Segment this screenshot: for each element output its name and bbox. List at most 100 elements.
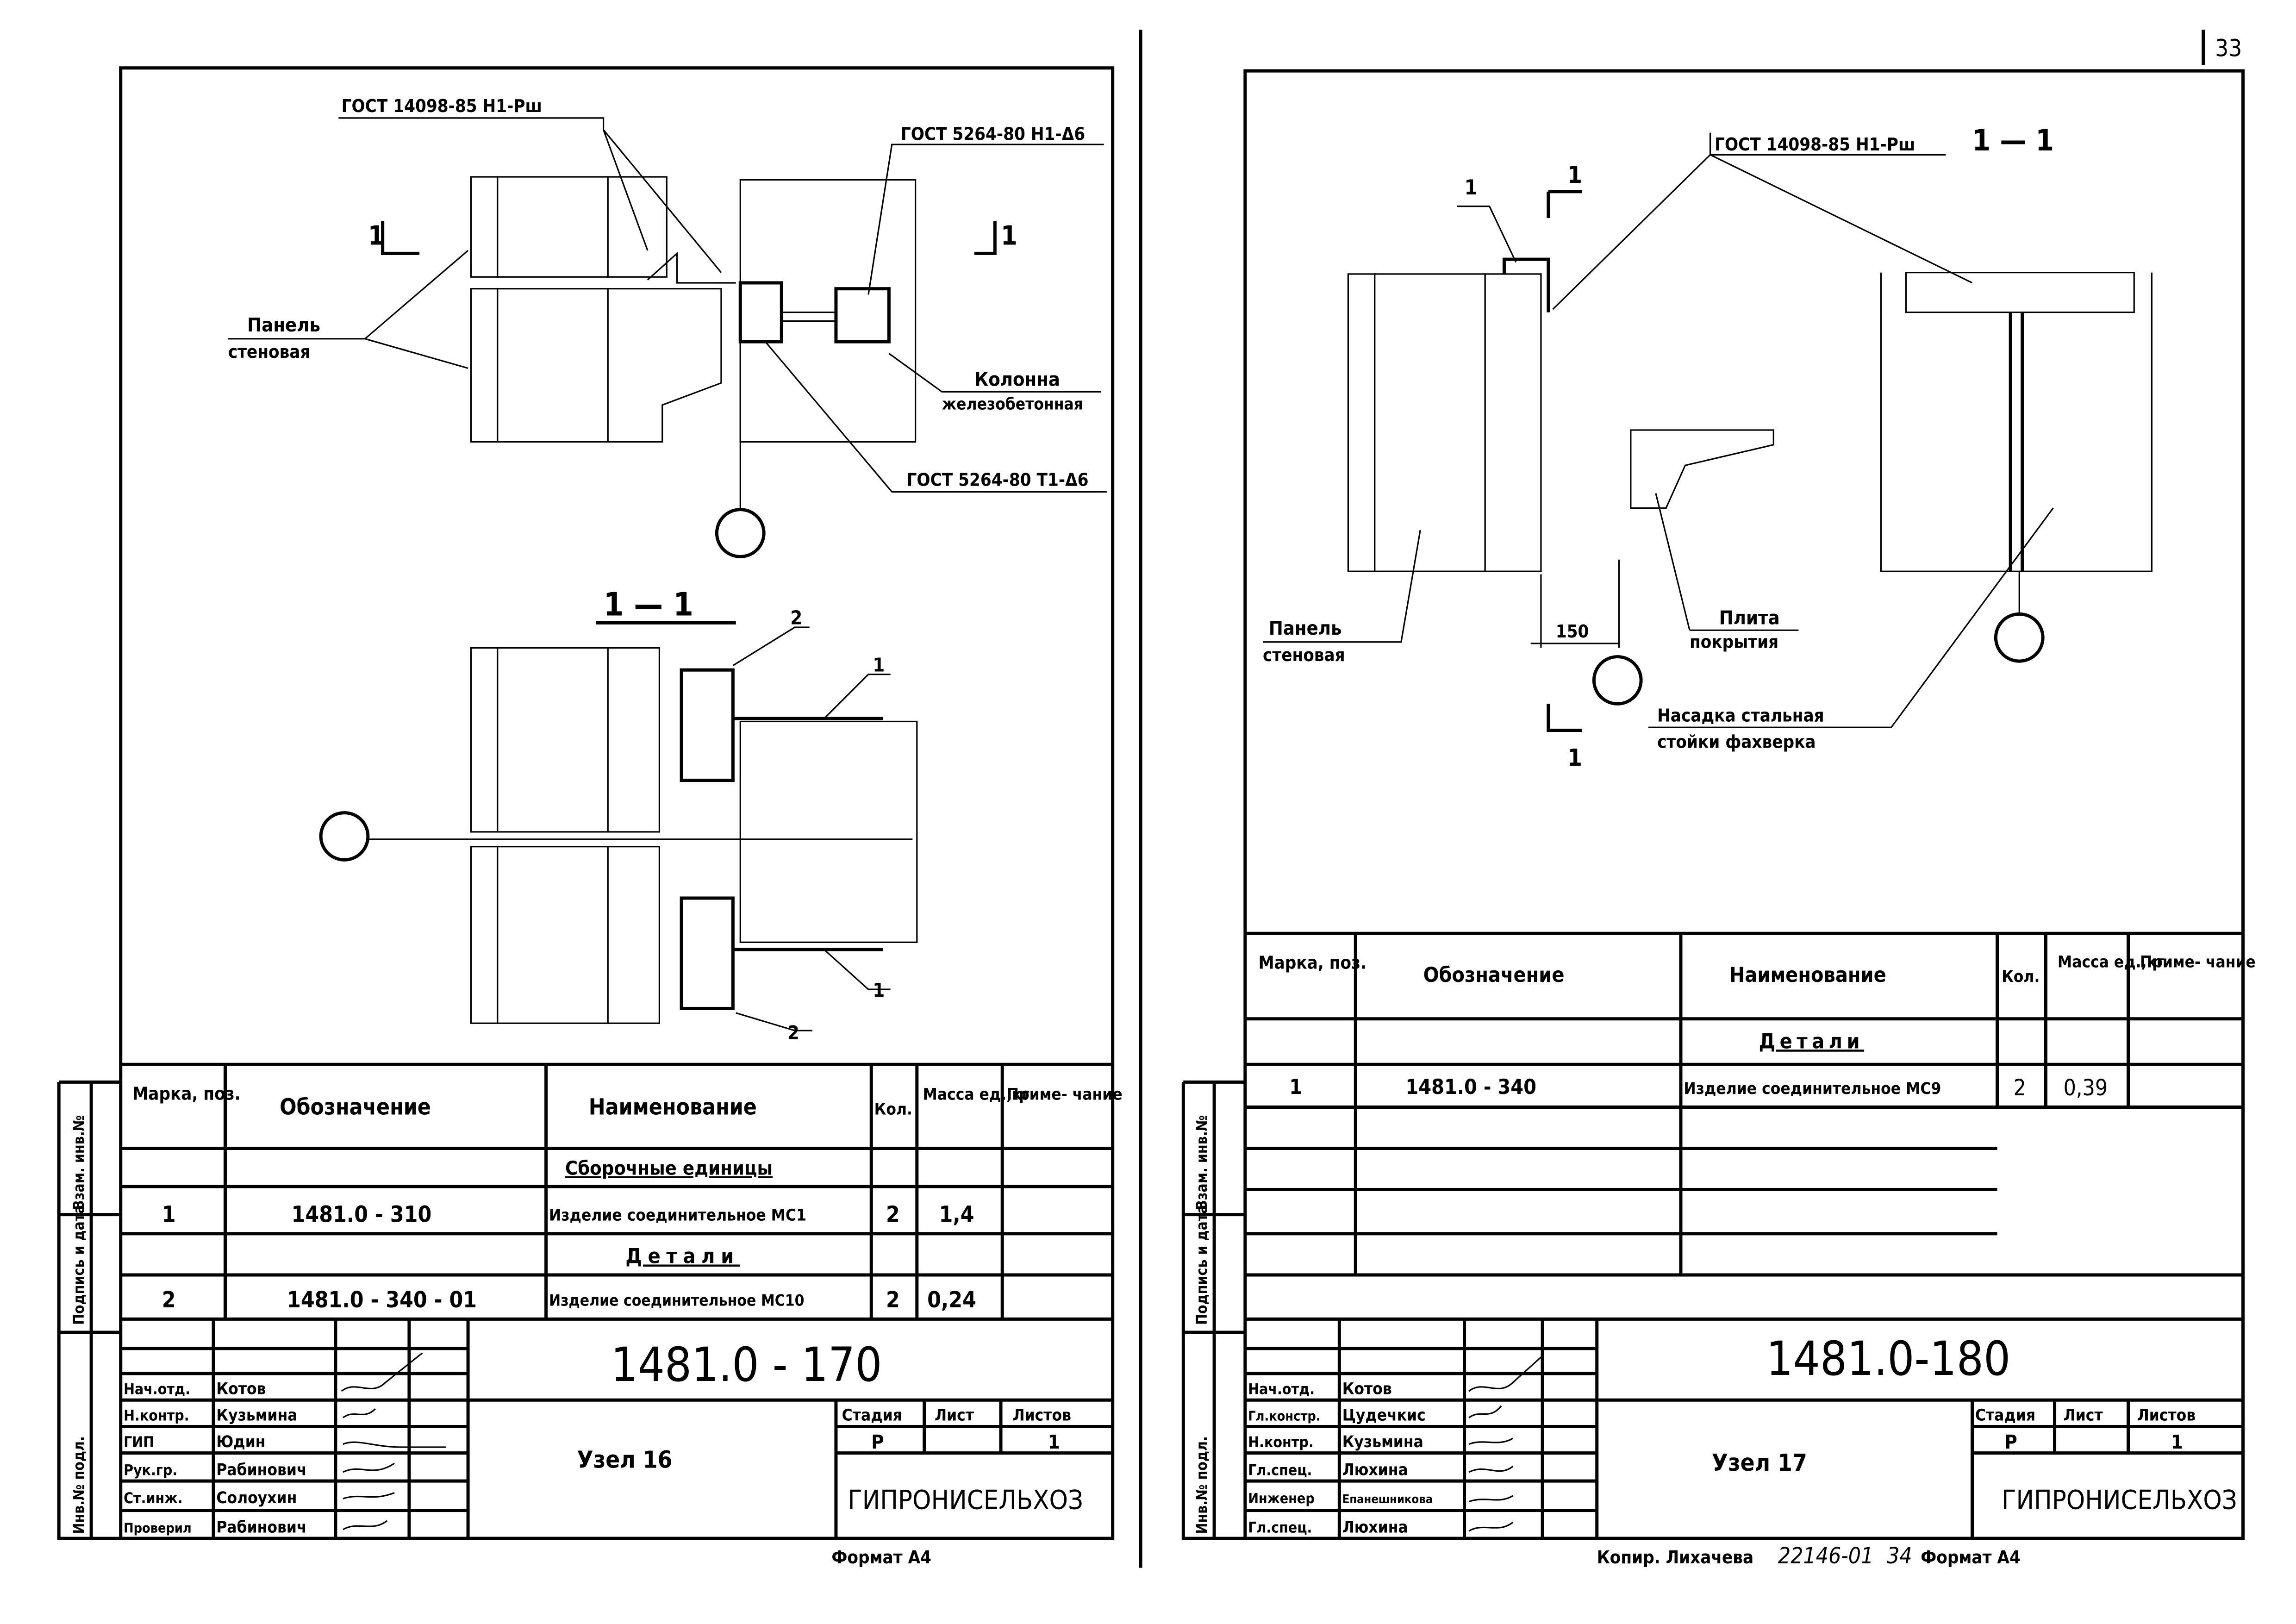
cell-pos: 1 [162,1202,176,1227]
cell-qty: 2 [886,1287,900,1313]
title-block: 1481.0-180 Узел 17 Стадия Лист Листов Р … [1245,1319,2243,1539]
node-marker [715,508,766,558]
panel-label: стеновая [228,342,311,362]
callout: 2 [787,1022,799,1044]
stage-header: Стадия [842,1406,902,1425]
section-heading: Детали [625,1245,740,1268]
signer-name: Люхина [1342,1518,1408,1537]
cell-pos: 2 [162,1287,176,1313]
cell-name: Изделие соединительное МС9 [1684,1080,1941,1098]
gost-label: ГОСТ 14098-85 Н1-Рш [342,96,542,116]
col-header: Марка, поз. [132,1084,241,1104]
node-title: Узел 17 [1712,1449,1807,1476]
stamp-label: Инв.№ подл. [1193,1436,1210,1534]
callout: 1 [873,979,885,1001]
panel-label: Панель [1269,617,1342,639]
section-mark: 1 [1567,161,1582,188]
doc-number: 1481.0 - 170 [611,1337,882,1392]
callout: 2 [790,607,802,629]
node-title: Узел 16 [577,1446,672,1473]
stamp-label: Инв.№ подл. [70,1436,87,1534]
cell-pos: 1 [1289,1075,1302,1099]
organization: ГИПРОНИСЕЛЬХОЗ [848,1485,1083,1515]
left-sheet: Инв.№ подл. Подпись и дата Взам. инв.№ Г… [57,66,1123,1568]
dimension-label: 150 [1556,621,1589,642]
doc-number: 1481.0-180 [1766,1331,2010,1386]
col-header: Обозначение [1423,963,1565,987]
organization: ГИПРОНИСЕЛЬХОЗ [2002,1485,2237,1515]
node-plan-drawing: ГОСТ 14098-85 Н1-Рш ГОСТ 5264-80 Н1-Δ6 Г… [228,96,1107,558]
spec-table: Марка, поз. Обозначение Наименование Кол… [120,1062,1123,1321]
stage-value: Р [2004,1431,2017,1453]
signer-name: Епанешникова [1342,1492,1433,1506]
slab-label: покрытия [1690,631,1778,652]
gost-label: ГОСТ 5264-80 Т1-Δ6 [907,470,1089,490]
signer-role: Ст.инж. [124,1490,183,1507]
section-1-1-drawing: 1 — 1 2 1 1 2 [319,586,918,1044]
signer-name: Котов [1342,1380,1392,1398]
sheets-value: 1 [1048,1431,1060,1453]
signer-role: Нач.отд. [1248,1380,1315,1398]
signer-name: Кузьмина [1342,1433,1423,1451]
stamp-label: Взам. инв.№ [1193,1115,1210,1210]
signer-name: Солоухин [216,1489,297,1507]
signer-role: Н.контр. [124,1407,189,1424]
spec-table: Марка, поз. Обозначение Наименование Кол… [1245,931,2256,1321]
stamp-label: Подпись и дата [1193,1205,1210,1325]
cell-code: 1481.0 - 310 [292,1202,432,1227]
cell-qty: 2 [886,1202,900,1227]
column-label: Колонна [974,369,1060,391]
callout: 1 [873,654,885,676]
col-header: Кол. [2002,968,2040,986]
section-heading: Сборочные единицы [565,1157,773,1180]
stage-value: Р [871,1431,884,1453]
signatures [341,1352,446,1530]
col-header: Масса ед.,кг [923,1086,1029,1104]
gost-label: ГОСТ 5264-80 Н1-Δ6 [901,124,1085,144]
panel-label: стеновая [1263,645,1345,665]
signer-role: Рук.гр. [124,1462,177,1479]
signer-name: Рабинович [216,1461,306,1479]
format-label: Формат А4 [831,1547,931,1568]
stamp-label: Подпись и дата [70,1205,87,1325]
col-header: Обозначение [280,1094,431,1120]
stage-header: Листов [1012,1406,1071,1425]
cell-mass: 0,39 [2064,1075,2108,1101]
col-header: Масса ед.,кг [2058,953,2164,971]
cell-mass: 1,4 [939,1202,974,1227]
stage-header: Лист [2064,1406,2103,1425]
stage-header: Листов [2137,1406,2196,1425]
signer-role: Проверил [124,1520,192,1536]
section-mark: 1 [1567,744,1582,771]
signer-role: Н.контр. [1248,1434,1314,1451]
section-title: 1 — 1 [1972,123,2054,157]
col-header: Приме- чание [1007,1086,1123,1104]
gost-label: ГОСТ 14098-85 Н1-Рш [1715,134,1915,155]
cap-label: Насадка стальная [1657,705,1824,725]
cap-label: стойки фахверка [1657,732,1816,752]
stage-header: Лист [935,1406,974,1425]
cell-code: 1481.0 - 340 - 01 [287,1287,477,1313]
title-block: 1481.0 - 170 Узел 16 Стадия Лист Листов … [120,1319,1113,1539]
signer-name: Рабинович [216,1518,306,1537]
cell-code: 1481.0 - 340 [1405,1075,1536,1099]
order-number: 22146-01 [1778,1543,1874,1569]
col-header: Приме- чание [2140,953,2256,971]
slab-label: Плита [1719,607,1780,629]
signer-name: Цудечкис [1342,1406,1426,1425]
cell-qty: 2 [2014,1075,2026,1101]
column-label: железобетонная [942,395,1083,413]
right-sheet: Инв.№ подл. Подпись и дата Взам. инв.№ 1… [1181,69,2256,1569]
col-header: Наименование [1729,963,1886,987]
section-mark: 1 [1001,220,1017,251]
node-marker [1592,655,1643,706]
node-marker [1994,612,2045,663]
side-stamp-left: Инв.№ подл. Подпись и дата Взам. инв.№ [57,1080,121,1540]
cell-name: Изделие соединительное МС10 [549,1292,805,1310]
cell-name: Изделие соединительное МС1 [549,1206,806,1224]
copy-number: 34 [1887,1543,1912,1569]
signer-name: Котов [216,1380,266,1398]
page-number: 33 [2215,34,2242,62]
cell-mass: 0,24 [927,1287,976,1313]
